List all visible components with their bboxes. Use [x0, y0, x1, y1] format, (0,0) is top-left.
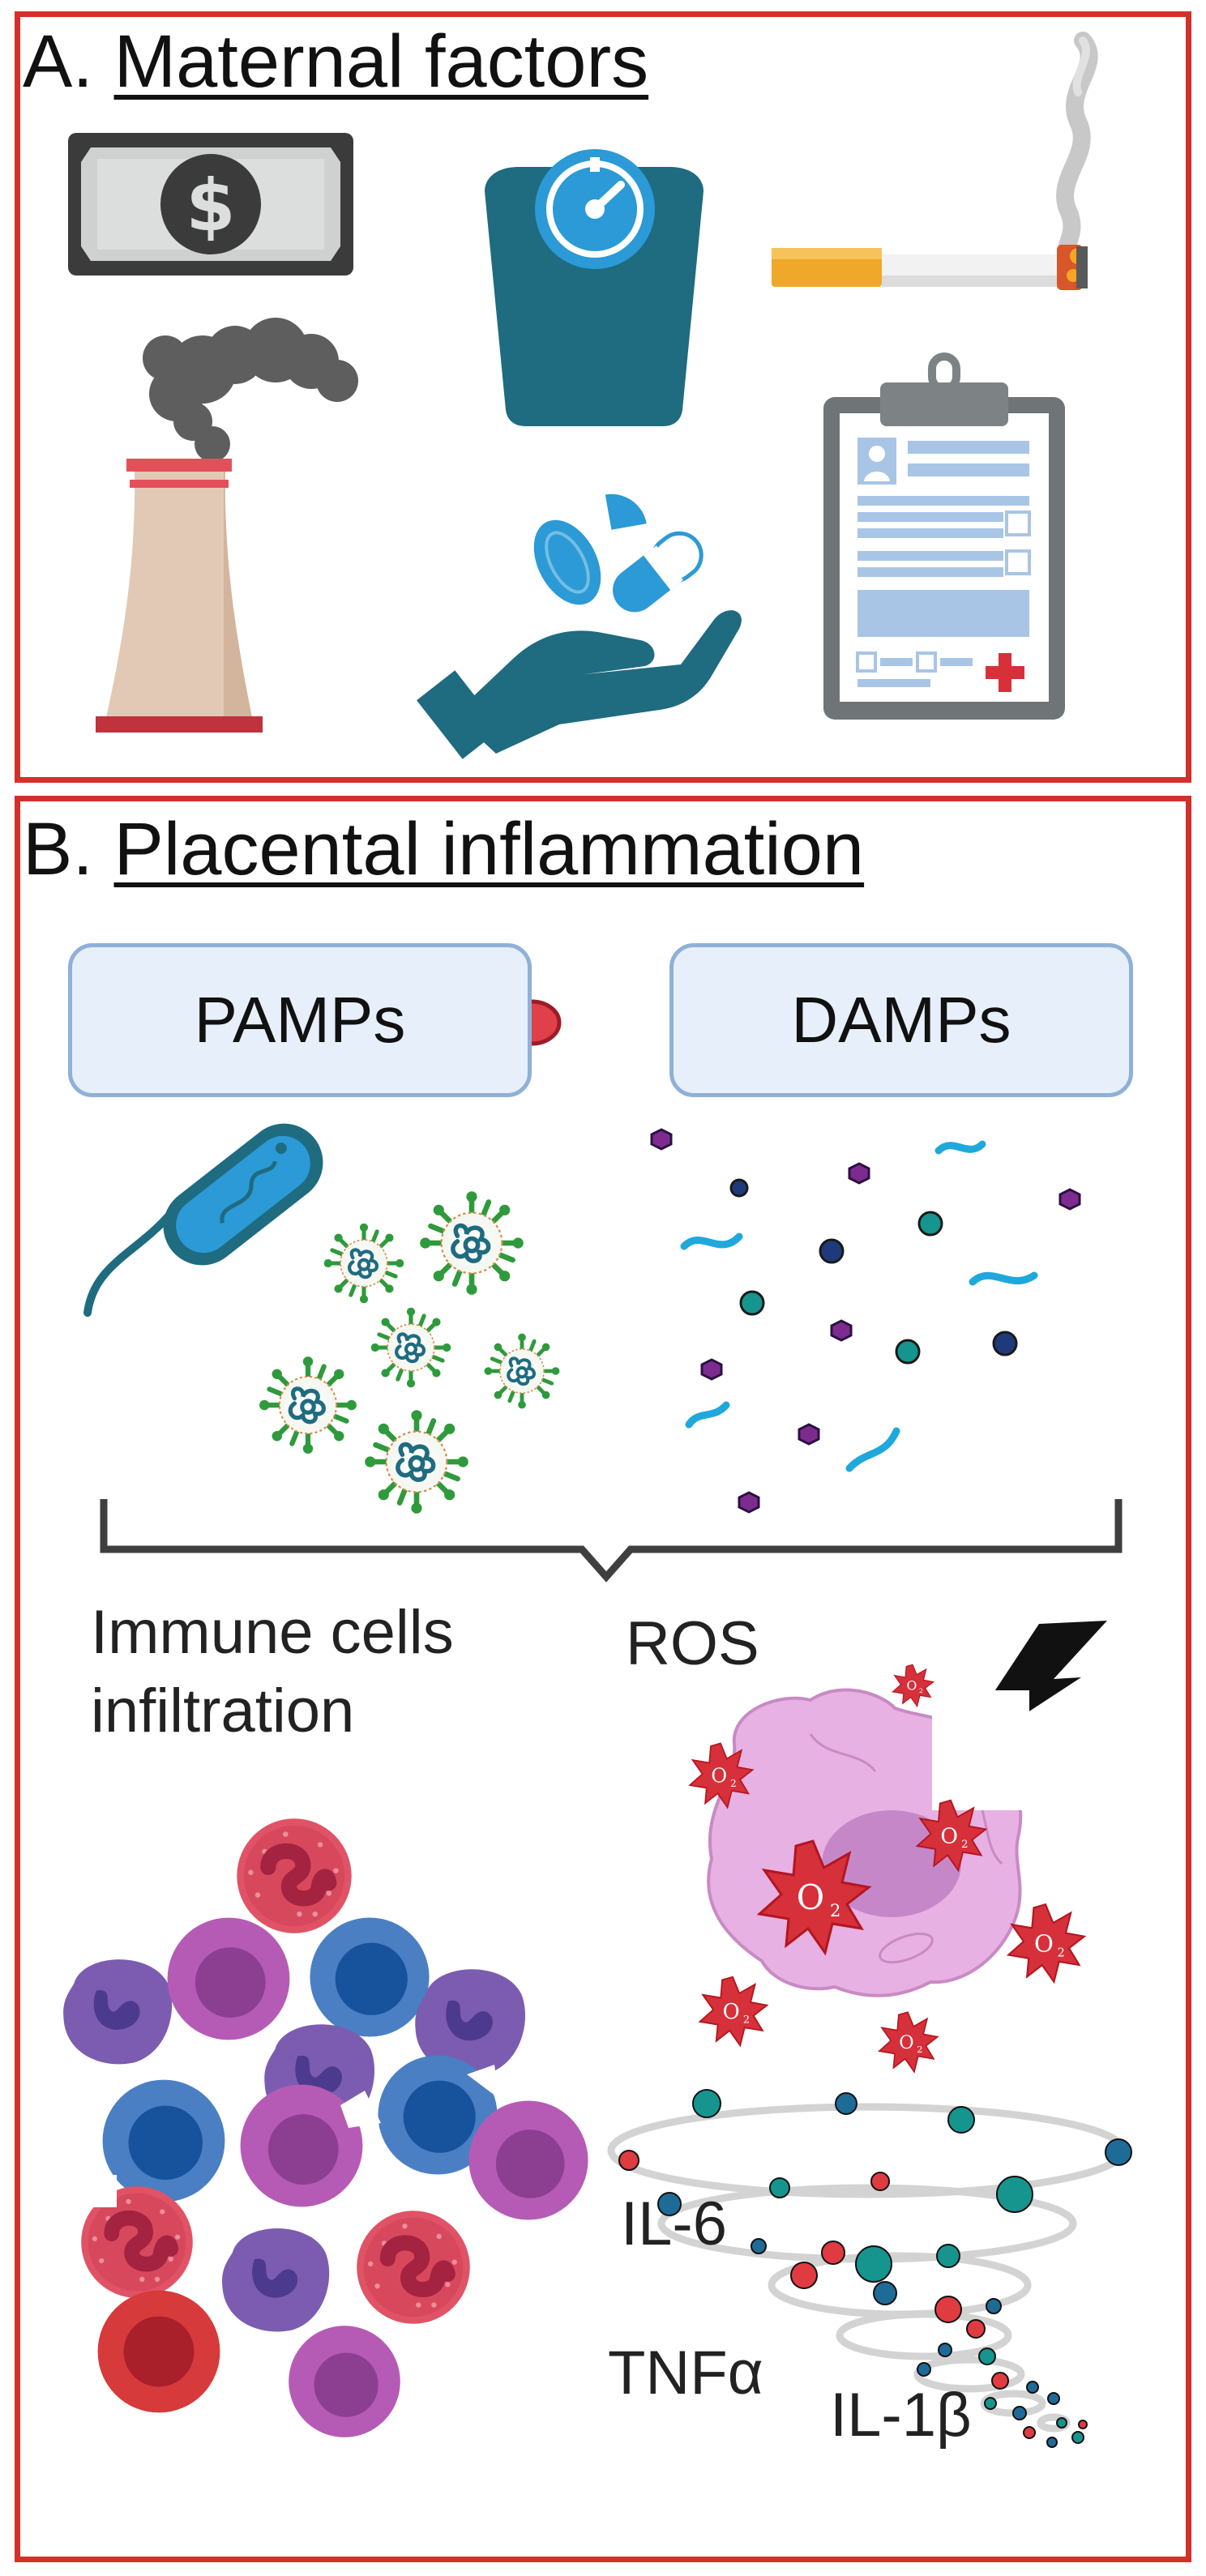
hand-with-pills-icon — [417, 493, 742, 759]
damps-label-box: DAMPs — [669, 943, 1133, 1097]
cytokine-label-il1b: IL-1β — [830, 2381, 972, 2450]
grouping-bracket — [100, 1499, 1123, 1583]
panel-a-heading: Maternal factors — [113, 20, 649, 103]
panel-b-heading: Placental inflammation — [113, 808, 865, 891]
weighing-scale-icon — [485, 149, 704, 426]
virus-icon — [259, 1191, 559, 1514]
cytokine-label-tnfa: TNFα — [608, 2339, 763, 2407]
immune-cell-icon — [63, 1818, 588, 2437]
immune-label-line-2: infiltration — [91, 1677, 355, 1746]
panel-b-title: B. Placental inflammation — [23, 812, 864, 886]
panel-a-letter: A. — [23, 20, 93, 103]
cigarette-icon — [772, 32, 1098, 290]
banknote-icon: $ — [68, 133, 353, 276]
molecule-particle-icon — [650, 1128, 1081, 1514]
immune-cells-label: Immune cells infiltration — [91, 1593, 454, 1751]
cytokine-storm-icon — [607, 2089, 1132, 2448]
damps-label: DAMPs — [791, 984, 1011, 1056]
factory-smokestack-icon — [96, 318, 358, 733]
cytokine-label-il6: IL-6 — [621, 2189, 727, 2258]
svg-text:$: $ — [186, 164, 235, 247]
immune-label-line-1: Immune cells — [91, 1598, 454, 1667]
panel-a-title: A. Maternal factors — [23, 24, 648, 99]
pamps-label: PAMPs — [194, 984, 406, 1056]
bacterium-icon — [83, 1123, 323, 1317]
panel-b-letter: B. — [23, 808, 93, 891]
clipboard-medical-record-icon — [823, 352, 1065, 720]
pamps-label-box: PAMPs — [68, 943, 532, 1097]
ros-label: ROS — [626, 1609, 759, 1678]
